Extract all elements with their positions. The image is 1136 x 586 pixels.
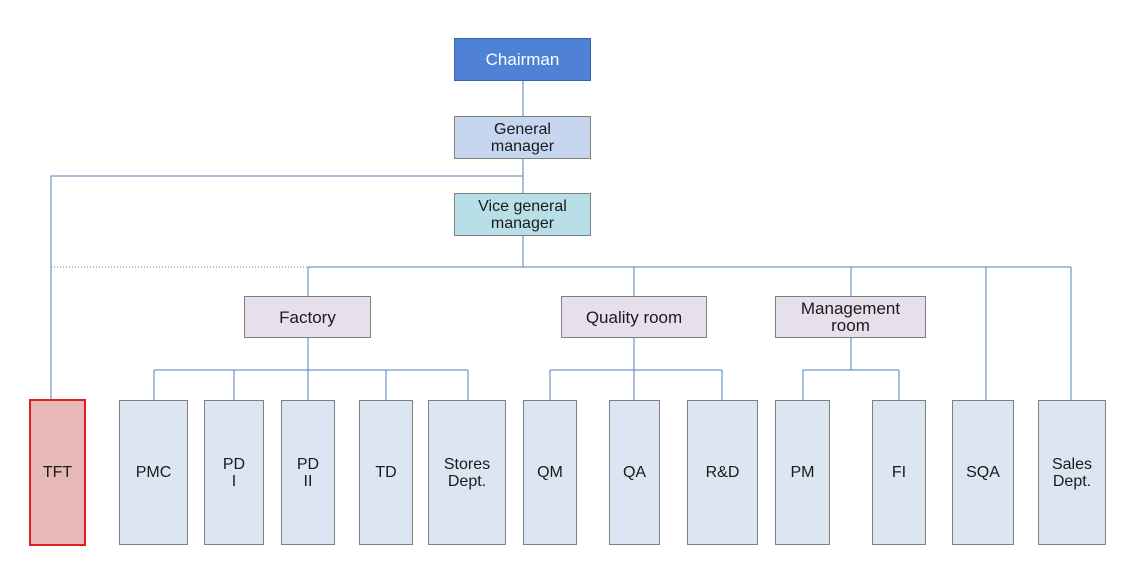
chairman-box: Chairman (454, 38, 591, 81)
qm-label: QM (537, 464, 563, 481)
tft-label: TFT (42, 464, 73, 481)
general-manager-box: General manager (454, 116, 591, 159)
pd2-box: PD II (281, 400, 335, 545)
sales-dept-label: Sales Dept. (1051, 455, 1093, 490)
pmc-box: PMC (119, 400, 188, 545)
factory-box: Factory (244, 296, 371, 338)
management-room-label: Management room (800, 299, 901, 335)
tft-box: TFT (29, 399, 86, 546)
qa-box: QA (609, 400, 660, 545)
connector-gm-tft (50, 175, 523, 400)
pd2-label: PD II (296, 455, 320, 490)
pd1-box: PD I (204, 400, 264, 545)
rd-box: R&D (687, 400, 758, 545)
stores-dept-label: Stores Dept. (443, 455, 491, 490)
general-manager-label: General manager (490, 120, 555, 155)
qm-box: QM (523, 400, 577, 545)
management-room-box: Management room (775, 296, 926, 338)
qa-label: QA (622, 464, 647, 481)
td-box: TD (359, 400, 413, 545)
quality-room-label: Quality room (585, 307, 683, 327)
pm-box: PM (775, 400, 830, 545)
factory-label: Factory (279, 307, 336, 327)
td-label: TD (375, 464, 397, 481)
sales-dept-box: Sales Dept. (1038, 400, 1106, 545)
pm-label: PM (790, 464, 815, 481)
vice-general-manager-box: Vice general manager (454, 193, 591, 236)
sqa-box: SQA (952, 400, 1014, 545)
pmc-label: PMC (135, 464, 172, 481)
vice-general-manager-label: Vice general manager (478, 197, 567, 232)
rd-label: R&D (705, 464, 740, 481)
fi-box: FI (872, 400, 926, 545)
quality-room-box: Quality room (561, 296, 707, 338)
sqa-label: SQA (966, 464, 1000, 481)
stores-dept-box: Stores Dept. (428, 400, 506, 545)
pd1-label: PD I (222, 455, 246, 490)
fi-label: FI (891, 464, 907, 481)
chairman-label: Chairman (485, 50, 560, 69)
